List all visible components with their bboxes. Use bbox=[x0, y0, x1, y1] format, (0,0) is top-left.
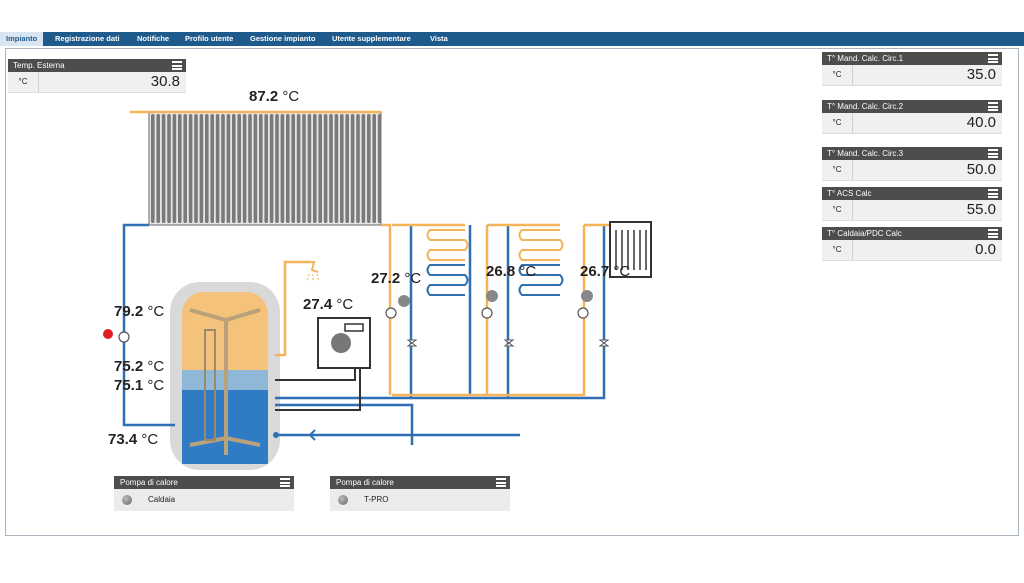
tab-gestione-impianto[interactable]: Gestione impianto bbox=[250, 34, 316, 43]
alarm-indicator-icon[interactable] bbox=[103, 329, 113, 339]
menu-icon[interactable] bbox=[988, 229, 998, 238]
tab-registrazione-dati[interactable]: Registrazione dati bbox=[55, 34, 120, 43]
widget-title: T° Caldaia/PDC Calc bbox=[827, 229, 902, 238]
unit-label: °C bbox=[822, 113, 853, 133]
unit-label: °C bbox=[822, 240, 853, 260]
tank-temp-bottom: 73.4 °C bbox=[108, 431, 159, 448]
menu-icon[interactable] bbox=[988, 54, 998, 63]
status-label: T-PRO bbox=[364, 495, 389, 504]
dhw-calc-widget: T° ACS Calc °C 55.0 bbox=[822, 187, 1002, 221]
widget-title: T° Mand. Calc. Circ.1 bbox=[827, 54, 904, 63]
widget-title: T° Mand. Calc. Circ.2 bbox=[827, 102, 904, 111]
unit-label: °C bbox=[822, 65, 853, 85]
menu-icon[interactable] bbox=[988, 189, 998, 198]
temp-value: 35.0 bbox=[966, 66, 996, 83]
status-dot-icon bbox=[338, 495, 348, 505]
widget-title: T° ACS Calc bbox=[827, 189, 872, 198]
tank-temp-top: 79.2 °C bbox=[114, 303, 165, 320]
circ2-flow-widget: T° Mand. Calc. Circ.2 °C 40.0 bbox=[822, 100, 1002, 134]
circuit-3-temp: 26.7 °C bbox=[580, 263, 631, 280]
hot-pipes bbox=[130, 110, 610, 397]
coil-2-icon bbox=[518, 229, 564, 261]
tab-vista[interactable]: Vista bbox=[430, 34, 448, 43]
coil-1-icon bbox=[426, 229, 469, 261]
pump-icon bbox=[118, 307, 589, 343]
menu-icon[interactable] bbox=[280, 478, 290, 487]
temp-value: 55.0 bbox=[966, 201, 996, 218]
tank-temp-mid: 75.2 °C bbox=[114, 358, 165, 375]
heat-pump-tpro-widget: Pompa di calore T-PRO bbox=[330, 476, 510, 511]
valve-icon bbox=[406, 339, 610, 347]
tank-temp-lower: 75.1 °C bbox=[114, 377, 165, 394]
temp-value: 0.0 bbox=[975, 241, 996, 258]
widget-title: Temp. Esterna bbox=[13, 61, 65, 70]
flow-arrow-icon bbox=[308, 429, 325, 441]
boiler-icon bbox=[317, 317, 371, 369]
radiator-icon bbox=[609, 221, 652, 278]
circuit-2-temp: 26.8 °C bbox=[486, 263, 537, 280]
external-temp-widget: Temp. Esterna °C 30.8 bbox=[8, 59, 186, 93]
widget-title: T° Mand. Calc. Circ.3 bbox=[827, 149, 904, 158]
shower-icon bbox=[306, 261, 320, 283]
temp-value: 30.8 bbox=[150, 73, 180, 90]
status-label: Caldaia bbox=[148, 495, 176, 504]
unit-label: °C bbox=[822, 160, 853, 180]
dark-pipes bbox=[275, 365, 361, 411]
tab-impianto[interactable]: Impianto bbox=[0, 32, 44, 46]
coil-2-return-icon bbox=[518, 264, 564, 296]
heat-pump-caldaia-widget: Pompa di calore Caldaia bbox=[114, 476, 294, 511]
status-dot-icon bbox=[122, 495, 132, 505]
menu-icon[interactable] bbox=[496, 478, 506, 487]
boiler-calc-widget: T° Caldaia/PDC Calc °C 0.0 bbox=[822, 227, 1002, 261]
tab-utente-supplementare[interactable]: Utente supplementare bbox=[332, 34, 411, 43]
sensor-icon bbox=[398, 290, 593, 307]
temp-value: 40.0 bbox=[966, 114, 996, 131]
unit-label: °C bbox=[822, 200, 853, 220]
circ3-flow-widget: T° Mand. Calc. Circ.3 °C 50.0 bbox=[822, 147, 1002, 181]
circuit-1-temp: 27.2 °C bbox=[371, 270, 422, 287]
cold-pipes bbox=[122, 223, 606, 445]
tab-profilo-utente[interactable]: Profilo utente bbox=[185, 34, 234, 43]
menu-icon[interactable] bbox=[172, 61, 182, 70]
menu-icon[interactable] bbox=[988, 149, 998, 158]
nav-tabs: Impianto Registrazione dati Notifiche Pr… bbox=[0, 32, 1024, 46]
widget-title: Pompa di calore bbox=[336, 478, 394, 487]
solar-collector-icon bbox=[148, 111, 382, 226]
widget-title: Pompa di calore bbox=[120, 478, 178, 487]
coil-1-return-icon bbox=[426, 264, 469, 296]
tab-notifiche[interactable]: Notifiche bbox=[137, 34, 170, 43]
menu-icon[interactable] bbox=[988, 102, 998, 111]
unit-label: °C bbox=[8, 72, 39, 92]
temp-value: 50.0 bbox=[966, 161, 996, 178]
boiler-temp: 27.4 °C bbox=[303, 296, 354, 313]
circ1-flow-widget: T° Mand. Calc. Circ.1 °C 35.0 bbox=[822, 52, 1002, 86]
storage-tank-icon bbox=[170, 282, 280, 470]
collector-temp: 87.2 °C bbox=[249, 88, 300, 105]
